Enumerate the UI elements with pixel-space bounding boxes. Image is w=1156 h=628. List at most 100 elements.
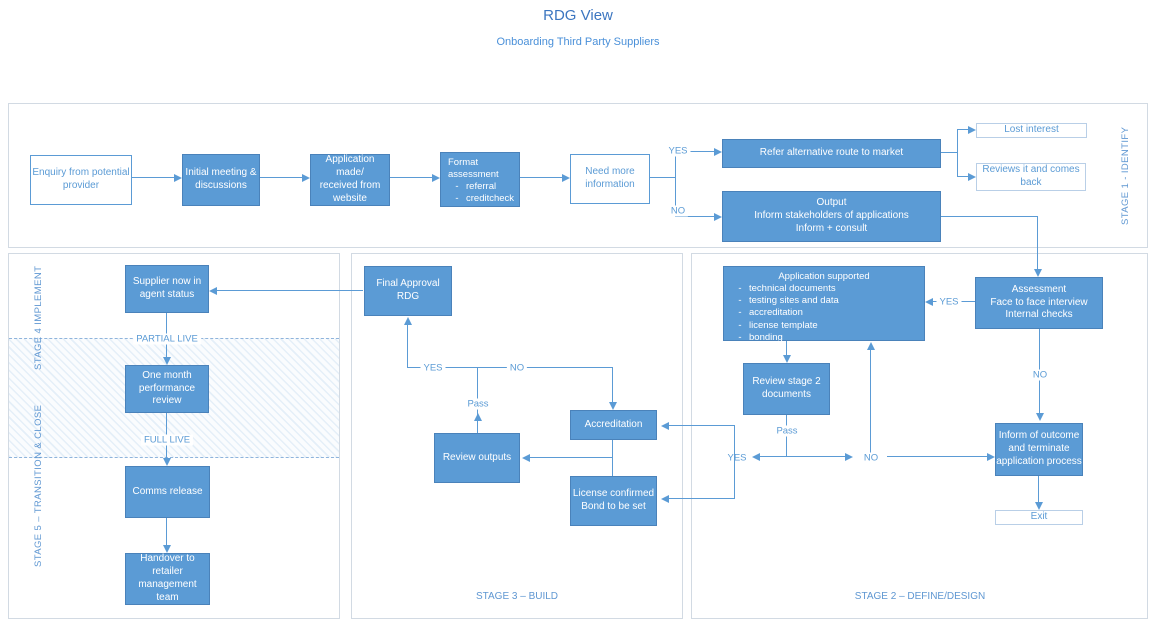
node-text: Output Inform stakeholders of applicatio… [754,197,909,234]
stage3-label: STAGE 3 – BUILD [475,591,559,602]
page-title: RDG View [543,7,613,24]
node-text: Handover to retailer management team [138,553,197,603]
connector-line [520,177,562,178]
node-inform-outcome: Inform of outcome and terminate applicat… [995,423,1083,476]
connector-line [217,290,363,291]
node-output: Output Inform stakeholders of applicatio… [722,191,941,242]
connector-line [675,152,676,217]
node-text: Application made/ received from website [319,154,381,204]
bullet-item: -license template [738,319,818,331]
connector-line [760,456,846,457]
arrowhead [562,174,570,182]
label-no: NO [860,452,882,464]
label-pass: Pass [464,398,492,410]
connector-line [786,341,787,356]
label-no: NO [506,362,528,374]
connector-line [407,323,408,368]
arrowhead [783,355,791,363]
arrowhead [968,126,976,134]
node-text: Supplier now in agent status [132,276,202,300]
arrowhead [404,317,412,325]
node-exit: Exit [995,510,1083,525]
connector-line [734,426,735,499]
node-text: Refer alternative route to market [759,147,904,159]
arrowhead [522,454,530,462]
stage1-label: STAGE 1 - IDENTIFY [1120,126,1131,225]
node-supplier-agent: Supplier now in agent status [125,265,209,313]
label-pass: Pass [773,425,801,437]
connector-line [870,349,871,457]
label-no: NO [667,205,689,217]
arrowhead [714,148,722,156]
node-lost-interest: Lost interest [976,123,1087,138]
connector-line [1038,476,1039,503]
arrowhead [432,174,440,182]
node-text: Exit [1030,511,1048,523]
node-text: Review stage 2 documents [752,376,821,400]
stage5-label: STAGE 5 – TRANSITION & CLOSE [33,404,44,567]
arrowhead [1035,502,1043,510]
node-need-more-info: Need more information [570,154,650,204]
bullet-item: -creditcheck [455,193,515,205]
arrowhead [968,173,976,181]
node-text: License confirmed Bond to be set [572,488,655,512]
connector-line [390,177,432,178]
connector-line [530,457,613,458]
arrowhead [1034,269,1042,277]
arrowhead [661,422,669,430]
arrowhead [752,453,760,461]
arrowhead [609,402,617,410]
node-license-confirmed: License confirmed Bond to be set [570,476,657,526]
node-text: Accreditation [584,418,643,430]
connector-line [132,177,174,178]
connector-line [650,177,676,178]
arrowhead [925,298,933,306]
connector-line [669,425,735,426]
connector-line [957,129,958,177]
node-refer-alternative: Refer alternative route to market [722,139,941,168]
node-text: Lost interest [1004,124,1059,136]
node-initial-meeting: Initial meeting & discussions [182,154,260,206]
node-text: Need more information [585,166,635,190]
node-text: Reviews it and comes back [982,164,1080,188]
connector-line [957,176,968,177]
node-text: Enquiry from potential provider [32,167,130,191]
node-enquiry: Enquiry from potential provider [30,155,132,205]
bullet-item: -testing sites and data [738,295,839,307]
label-no: NO [1029,369,1051,381]
node-text: Format assessment [448,157,499,181]
arrowhead [163,545,171,553]
arrowhead [163,357,171,365]
connector-line [675,216,714,217]
connector-line [887,456,987,457]
node-review-outputs: Review outputs [434,433,520,483]
bullet-item: -referral [455,181,497,193]
bullet-list: -technical documents-testing sites and d… [731,283,917,344]
node-text: Comms release [132,485,203,497]
connector-line [941,216,1038,217]
connector-line [669,498,735,499]
arrowhead [845,453,853,461]
connector-line [675,151,714,152]
page-subtitle: Onboarding Third Party Suppliers [496,36,660,48]
arrowhead [661,495,669,503]
arrowhead [867,342,875,350]
node-accreditation: Accreditation [570,410,657,440]
stage2-label: STAGE 2 – DEFINE/DESIGN [854,591,986,602]
arrowhead [163,458,171,466]
label-yes: YES [420,362,446,374]
label-yes: YES [665,145,691,157]
bullet-list: -referral-creditcheck [448,181,515,205]
arrowhead [1036,413,1044,421]
node-comms-release: Comms release [125,466,210,518]
node-application-made: Application made/ received from website [310,154,390,206]
connector-line [957,129,968,130]
node-text: Inform of outcome and terminate applicat… [996,430,1082,467]
node-text: One month performance review [138,369,196,407]
arrowhead [174,174,182,182]
connector-line [612,367,613,403]
arrowhead [474,413,482,421]
node-text: Application supported [778,271,870,282]
node-text: Review outputs [442,451,512,463]
